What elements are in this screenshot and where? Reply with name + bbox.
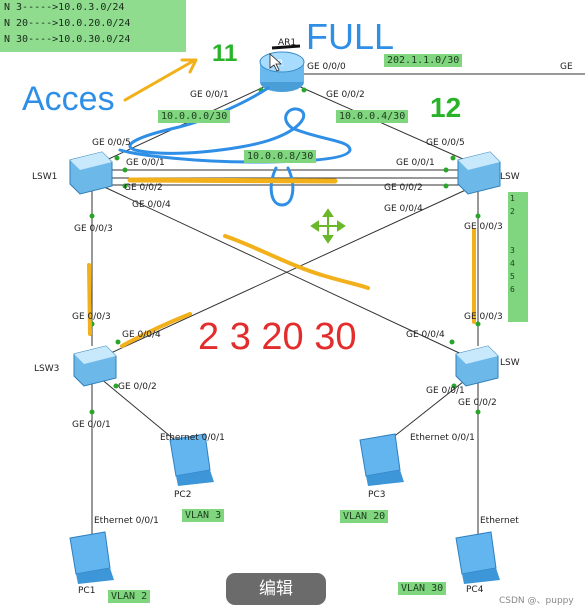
port-label: GE 0/0/4 — [122, 330, 161, 340]
vlan-label-pc2: VLAN 3 — [182, 509, 225, 522]
orange-left-vertical — [87, 263, 92, 336]
device-label-pc3: PC3 — [368, 490, 386, 500]
device-label-lsw4: LSW — [500, 358, 520, 368]
pc2-icon[interactable] — [169, 433, 214, 486]
port-label: Ethernet 0/0/1 — [160, 433, 225, 443]
device-label-ar1: AR1 — [278, 38, 297, 48]
port-label: GE 0/0/2 — [118, 382, 157, 392]
panel-row: 2 — [510, 207, 515, 216]
subnet-label-lsw1-lsw2: 10.0.0.8/30 — [244, 150, 317, 163]
port-label: GE 0/0/4 — [132, 200, 171, 210]
port-label: GE 0/0/1 — [126, 158, 165, 168]
links — [91, 73, 585, 538]
panel-row: 5 — [510, 272, 515, 281]
port-dots — [89, 87, 481, 415]
switch-lsw2-icon[interactable] — [457, 151, 501, 195]
port-label: Ethernet 0/0/1 — [94, 516, 159, 526]
link-ar1-lsw1 — [99, 84, 269, 164]
port-label: GE 0/0/1 — [72, 420, 111, 430]
port-label: GE 0/0/5 — [426, 138, 465, 148]
ar1-black-stroke — [271, 44, 301, 50]
side-panel: 1 2 3 4 5 6 — [508, 192, 528, 322]
pc4-icon[interactable] — [455, 531, 500, 584]
port-label: GE 0/0/1 — [396, 158, 435, 168]
route-entry: N 3----->10.0.3.0/24 — [4, 2, 125, 13]
link-ar1-lsw2 — [295, 84, 473, 164]
watermark: CSDN @、puppy — [499, 596, 574, 606]
subnet-label-ar-lsw1: 10.0.0.0/30 — [158, 110, 231, 123]
switch-lsw1-icon[interactable] — [69, 151, 113, 195]
panel-row: 6 — [510, 285, 515, 294]
orange-diag-upper — [223, 234, 370, 290]
vlan-label-pc1: VLAN 2 — [108, 590, 151, 603]
panel-row: 1 — [510, 194, 515, 203]
port-label: GE 0/0/1 — [190, 90, 229, 100]
pc1-icon[interactable] — [69, 531, 114, 584]
port-label: GE 0/0/5 — [92, 138, 131, 148]
subnet-label-wan: 202.1.1.0/30 — [384, 54, 463, 67]
annotation-l1: 11 — [212, 40, 238, 67]
switch-lsw4-icon[interactable] — [455, 345, 499, 387]
hand-annotations — [87, 58, 476, 348]
port-label: GE 0/0/3 — [464, 312, 503, 322]
device-label-lsw2: LSW — [500, 172, 520, 182]
route-entry: N 20---->10.0.20.0/24 — [4, 18, 131, 29]
port-label: GE 0/0/3 — [72, 312, 111, 322]
device-label-lsw1: LSW1 — [32, 172, 58, 182]
edit-button[interactable]: 编辑 — [226, 573, 326, 605]
vlan-label-pc3: VLAN 20 — [340, 510, 389, 523]
routing-table-snippet: N 3----->10.0.3.0/24 N 20---->10.0.20.0/… — [0, 0, 186, 52]
annotation-full: FULL — [306, 16, 395, 57]
subnet-label-ar-lsw2: 10.0.0.4/30 — [336, 110, 409, 123]
port-label: GE 0/0/2 — [124, 183, 163, 193]
port-label: GE 0/0/2 — [326, 90, 365, 100]
mouse-pointer-icon — [269, 53, 283, 72]
panel-row: 4 — [510, 259, 515, 268]
link-lsw3-pc2 — [99, 377, 183, 447]
device-label-pc1: PC1 — [78, 586, 96, 596]
port-label: GE 0/0/2 — [458, 398, 497, 408]
port-label: GE 0/0/2 — [384, 183, 423, 193]
link-lsw2-lsw3 — [99, 187, 471, 359]
blue-arrow-acces — [123, 58, 198, 102]
link-lsw4-pc3 — [381, 377, 469, 447]
port-label: GE 0/0/4 — [406, 330, 445, 340]
pc3-icon[interactable] — [359, 433, 404, 486]
device-label-pc2: PC2 — [174, 490, 192, 500]
port-label: GE 0/0/0 — [307, 62, 346, 72]
switch-lsw3-icon[interactable] — [73, 345, 117, 387]
port-label: GE — [560, 62, 573, 72]
move-cursor-icon — [310, 208, 346, 244]
port-label: GE 0/0/4 — [384, 204, 423, 214]
annotation-l2: 12 — [430, 92, 462, 123]
link-lsw1-lsw4 — [99, 184, 471, 359]
device-label-pc4: PC4 — [466, 585, 484, 595]
device-label-lsw3: LSW3 — [34, 364, 60, 374]
port-label: Ethernet — [480, 516, 519, 526]
annotation-vlans: 2 3 20 30 — [198, 316, 357, 358]
router-icon[interactable]: R — [259, 51, 305, 92]
blue-loop — [269, 166, 295, 207]
annotation-acces: Acces — [22, 80, 115, 118]
orange-lsw1-lsw2 — [127, 177, 338, 184]
vlan-label-pc4: VLAN 30 — [398, 582, 447, 595]
port-label: GE 0/0/3 — [464, 222, 503, 232]
route-entry: N 30---->10.0.30.0/24 — [4, 34, 131, 45]
orange-diag-lower — [120, 312, 192, 348]
port-label: Ethernet 0/0/1 — [410, 433, 475, 443]
port-label: GE 0/0/1 — [426, 386, 465, 396]
port-label: GE 0/0/3 — [74, 224, 113, 234]
panel-row: 3 — [510, 246, 515, 255]
